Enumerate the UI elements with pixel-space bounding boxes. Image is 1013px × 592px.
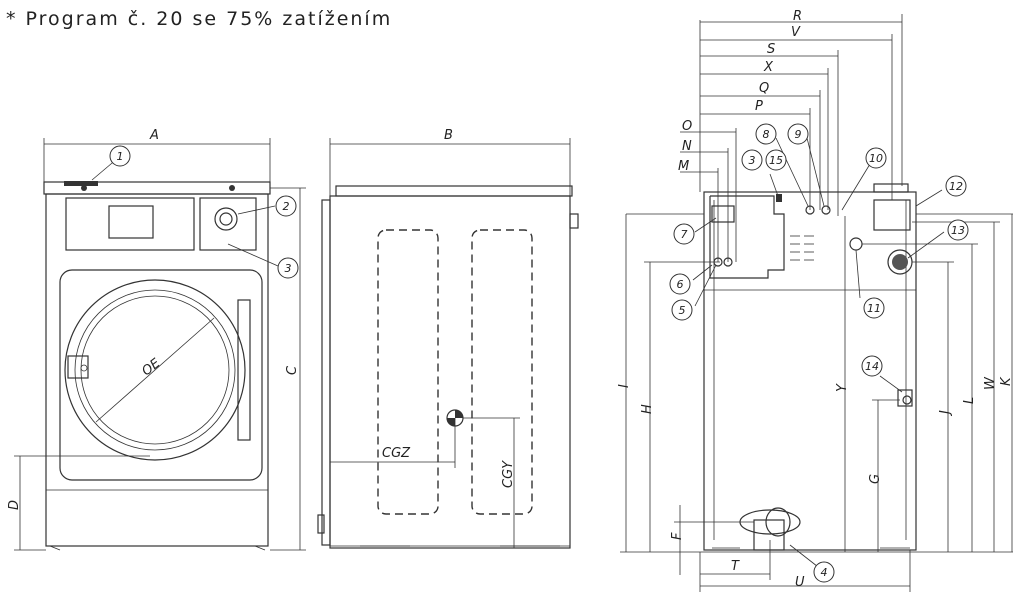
dim-o: O bbox=[682, 119, 692, 134]
dim-cgy: CGY bbox=[501, 460, 516, 488]
dim-r: R bbox=[793, 9, 802, 24]
callout-15: 15 bbox=[769, 154, 783, 167]
dim-oe: OE bbox=[139, 356, 163, 380]
dim-d: D bbox=[7, 500, 22, 510]
dim-s: S bbox=[767, 42, 775, 57]
callout-12-circle bbox=[945, 175, 967, 197]
callout-12: 12 bbox=[949, 180, 963, 193]
dim-b: B bbox=[444, 128, 453, 143]
dim-a: A bbox=[149, 128, 159, 143]
callout-14-circle bbox=[861, 355, 883, 377]
callout-11: 11 bbox=[867, 302, 881, 315]
callout-11-circle bbox=[863, 297, 885, 319]
callout-5-circle bbox=[671, 299, 693, 321]
callout-7: 7 bbox=[681, 228, 688, 241]
front-view: OE A C D bbox=[7, 128, 306, 551]
dim-y: Y bbox=[835, 383, 850, 392]
dim-h: H bbox=[640, 404, 655, 414]
callout-4-circle bbox=[813, 561, 835, 583]
callout-3-circle bbox=[277, 257, 299, 279]
dim-i: I bbox=[617, 384, 632, 388]
callout-9: 9 bbox=[795, 128, 802, 141]
dim-w: W bbox=[983, 376, 998, 390]
callouts: 1 2 3 4 5 6 7 8 9 10 11 12 13 14 3 15 bbox=[91, 123, 969, 583]
dim-v: V bbox=[791, 25, 801, 40]
dim-g: G bbox=[868, 474, 883, 484]
dim-x: X bbox=[763, 60, 774, 75]
callout-1: 1 bbox=[117, 150, 124, 163]
callout-8: 8 bbox=[763, 128, 770, 141]
dim-j: J bbox=[938, 410, 953, 417]
callout-6-circle bbox=[669, 273, 691, 295]
callout-1-circle bbox=[109, 145, 131, 167]
dim-cgz: CGZ bbox=[382, 446, 411, 461]
dim-l: L bbox=[962, 397, 977, 404]
dim-q: Q bbox=[759, 81, 769, 96]
dim-n: N bbox=[682, 139, 692, 154]
callout-3b: 3 bbox=[749, 154, 756, 167]
callout-13-circle bbox=[947, 219, 969, 241]
callout-14: 14 bbox=[865, 360, 879, 373]
footnote: * Program č. 20 se 75% zatížením bbox=[6, 8, 393, 30]
callout-13: 13 bbox=[951, 224, 965, 237]
dim-m: M bbox=[678, 159, 689, 174]
back-view: R V S X Q P O N M I H Y G J L W bbox=[617, 9, 1013, 592]
callout-2: 2 bbox=[283, 200, 290, 213]
callout-6: 6 bbox=[677, 278, 684, 291]
dim-t: T bbox=[731, 559, 740, 574]
callout-2-circle bbox=[275, 195, 297, 217]
callout-7-circle bbox=[673, 223, 695, 245]
dim-f: F bbox=[670, 532, 685, 540]
dim-c: C bbox=[285, 365, 300, 375]
dim-u: U bbox=[795, 575, 805, 590]
callout-3: 3 bbox=[285, 262, 292, 275]
callout-10-circle bbox=[865, 147, 887, 169]
dim-p: P bbox=[755, 99, 763, 114]
dim-k: K bbox=[999, 376, 1013, 386]
callout-5: 5 bbox=[679, 304, 686, 317]
callout-15-circle bbox=[765, 149, 787, 171]
side-view: B CGZ CGY bbox=[317, 128, 579, 549]
callout-3b-circle bbox=[741, 149, 763, 171]
callout-9-circle bbox=[787, 123, 809, 145]
callout-4: 4 bbox=[821, 566, 828, 579]
callout-10: 10 bbox=[869, 152, 883, 165]
callout-8-circle bbox=[755, 123, 777, 145]
